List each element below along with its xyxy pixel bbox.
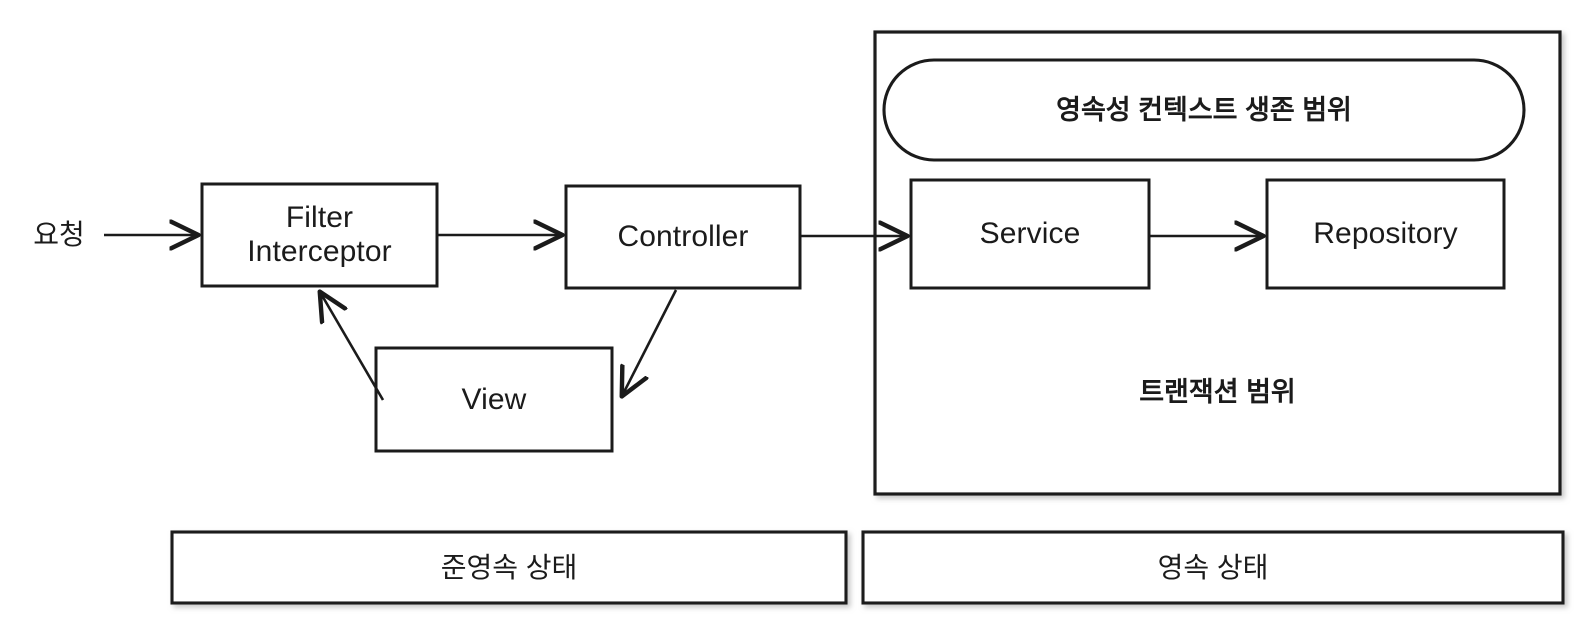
edge-view-to-filter xyxy=(320,292,385,401)
service-box[interactable] xyxy=(909,178,1151,290)
detached-state-bar xyxy=(170,530,848,605)
repository-box[interactable] xyxy=(1265,178,1506,290)
persistence-context-pill xyxy=(882,58,1526,162)
view-box[interactable] xyxy=(374,346,614,453)
managed-state-bar xyxy=(861,530,1565,605)
filter-interceptor-box[interactable] xyxy=(200,182,439,288)
controller-box[interactable] xyxy=(564,184,802,290)
edge-controller-to-view xyxy=(622,289,678,396)
